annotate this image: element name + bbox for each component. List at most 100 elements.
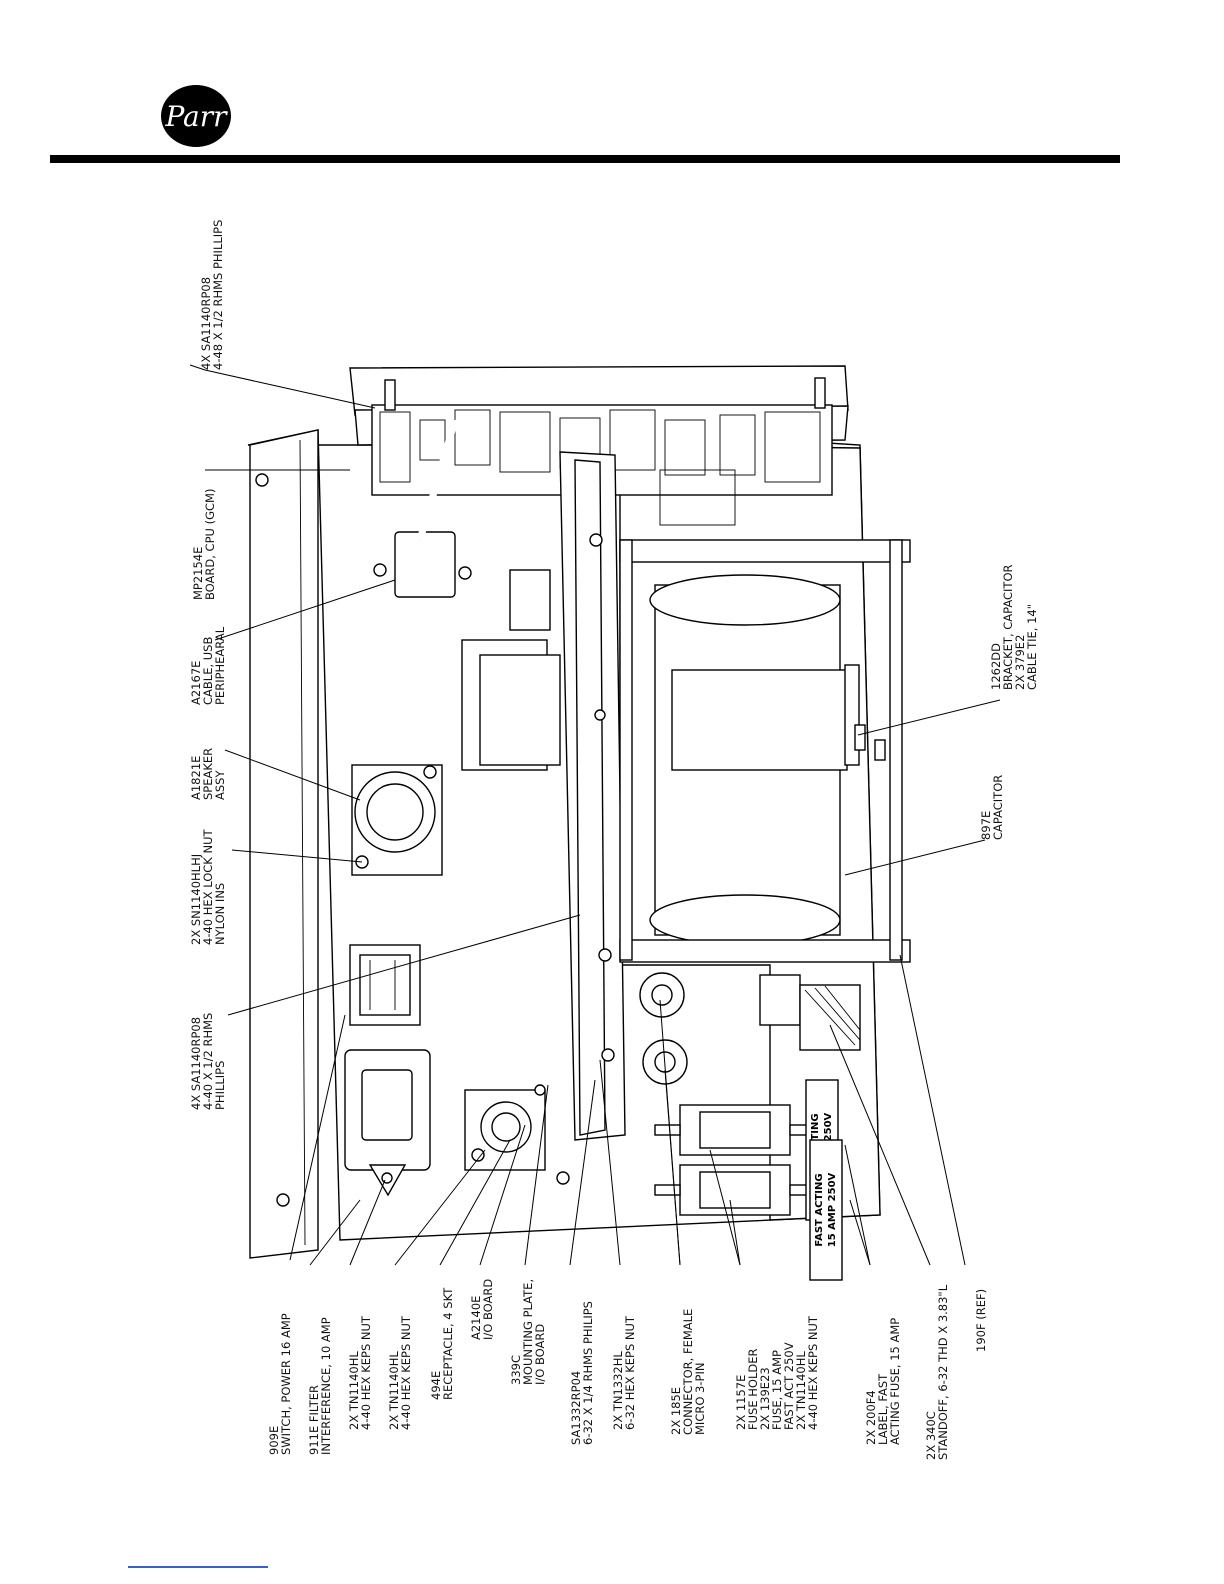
callouts-right: 1262DD BRACKET, CAPACITOR 2X 379E2 CABLE… bbox=[979, 564, 1039, 840]
svg-text:MICRO 3-PIN: MICRO 3-PIN bbox=[693, 1363, 707, 1435]
svg-text:A2167E: A2167E bbox=[189, 661, 203, 705]
svg-text:4-40 X 1/2 RHMS: 4-40 X 1/2 RHMS bbox=[201, 1013, 215, 1110]
svg-text:911E FILTER: 911E FILTER bbox=[307, 1385, 321, 1455]
mounting-plate bbox=[559, 451, 626, 1141]
svg-text:PERIPHEARAL: PERIPHEARAL bbox=[213, 626, 227, 705]
svg-text:2X 139E23: 2X 139E23 bbox=[758, 1367, 772, 1430]
svg-text:4-48 X 1/2 RHMS PHILLIPS: 4-48 X 1/2 RHMS PHILLIPS bbox=[211, 220, 225, 370]
svg-text:SA1332RP04: SA1332RP04 bbox=[569, 1371, 583, 1445]
callout-4x-sa1140: 4X SA1140RP08 4-48 X 1/2 RHMS PHILLIPS bbox=[199, 220, 225, 370]
callout-a2167e: A2167E CABLE, USB PERIPHEARAL bbox=[189, 626, 227, 705]
fuse-label-2: FAST ACTING 15 AMP 250V bbox=[809, 1139, 843, 1281]
svg-text:SWITCH, POWER 16 AMP: SWITCH, POWER 16 AMP bbox=[279, 1313, 293, 1455]
callout-sa1332: SA1332RP04 6-32 X 1/4 RHMS PHILIPS bbox=[569, 1301, 595, 1445]
svg-text:4-40 HEX LOCK NUT: 4-40 HEX LOCK NUT bbox=[201, 829, 215, 945]
callout-2x-tn1140hl-b: 2X TN1140HL 4-40 HEX KEPS NUT bbox=[387, 1315, 413, 1430]
callout-2x-tn1332: 2X TN1332HL 6-32 HEX KEPS NUT bbox=[611, 1315, 637, 1430]
svg-text:INTERFERENCE, 10 AMP: INTERFERENCE, 10 AMP bbox=[319, 1317, 333, 1455]
svg-text:2X TN1140HL: 2X TN1140HL bbox=[347, 1351, 361, 1430]
svg-text:4-40 HEX KEPS NUT: 4-40 HEX KEPS NUT bbox=[359, 1315, 373, 1430]
logo-text: Parr bbox=[164, 100, 228, 133]
callout-897e: 897E CAPACITOR bbox=[979, 775, 1005, 840]
callout-190f: 190F (REF) bbox=[974, 1289, 988, 1352]
svg-text:MOUNTING PLATE,: MOUNTING PLATE, bbox=[521, 1279, 535, 1385]
callout-2x-185e: 2X 185E CONNECTOR, FEMALE MICRO 3-PIN bbox=[669, 1309, 707, 1435]
svg-text:4X SA1140RP08: 4X SA1140RP08 bbox=[199, 277, 213, 370]
parr-logo: Parr bbox=[161, 85, 231, 147]
svg-text:1262DD: 1262DD bbox=[989, 643, 1003, 690]
svg-text:BRACKET, CAPACITOR: BRACKET, CAPACITOR bbox=[1001, 564, 1015, 690]
power-switch bbox=[349, 944, 421, 1026]
callout-2x-2004: 2X 200F4 LABEL, FAST ACTING FUSE, 15 AMP bbox=[864, 1318, 902, 1445]
heat-sink bbox=[759, 974, 861, 1051]
svg-text:RECEPTACLE, 4 SKT: RECEPTACLE, 4 SKT bbox=[441, 1287, 455, 1400]
callout-2x-sn1140: 2X SN1140HLHJ 4-40 HEX LOCK NUT NYLON IN… bbox=[189, 829, 227, 945]
micro-connectors bbox=[639, 972, 688, 1085]
callout-fuse: 2X 1157E FUSE HOLDER 2X 139E23 FUSE, 15 … bbox=[734, 1315, 820, 1430]
header-rule bbox=[50, 155, 1120, 163]
callout-2x-tn1140hl-a: 2X TN1140HL 4-40 HEX KEPS NUT bbox=[347, 1315, 373, 1430]
svg-text:2X TN1140HL: 2X TN1140HL bbox=[794, 1351, 808, 1430]
svg-text:I/O BOARD: I/O BOARD bbox=[533, 1324, 547, 1385]
callout-a1821e: A1821E SPEAKER ASSY bbox=[189, 748, 227, 800]
svg-text:6-32 HEX KEPS NUT: 6-32 HEX KEPS NUT bbox=[623, 1315, 637, 1430]
callouts-top: 4X SA1140RP08 4-48 X 1/2 RHMS PHILLIPS M… bbox=[189, 220, 227, 1110]
svg-text:494E: 494E bbox=[429, 1371, 443, 1400]
callout-911e: 911E FILTER INTERFERENCE, 10 AMP bbox=[307, 1317, 333, 1455]
svg-text:LABEL, FAST: LABEL, FAST bbox=[876, 1373, 890, 1445]
usb-cable bbox=[373, 419, 472, 598]
svg-text:2X 340C: 2X 340C bbox=[924, 1411, 938, 1460]
callout-4x-sa1140rp08: 4X SA1140RP08 4-40 X 1/2 RHMS PHILLIPS bbox=[189, 1013, 227, 1110]
svg-text:NYLON INS: NYLON INS bbox=[213, 883, 227, 945]
callout-mp2154e: MP2154E BOARD, CPU (GCM) bbox=[191, 489, 217, 600]
callouts-bottom: 909E SWITCH, POWER 16 AMP 911E FILTER IN… bbox=[267, 1279, 988, 1460]
svg-text:2X 200F4: 2X 200F4 bbox=[864, 1390, 878, 1445]
svg-text:2X TN1332HL: 2X TN1332HL bbox=[611, 1351, 625, 1430]
svg-text:4-40 HEX KEPS NUT: 4-40 HEX KEPS NUT bbox=[399, 1315, 413, 1430]
svg-text:FUSE, 15 AMP: FUSE, 15 AMP bbox=[770, 1350, 784, 1430]
svg-text:4X SA1140RP08: 4X SA1140RP08 bbox=[189, 1017, 203, 1110]
svg-text:2X 379E2: 2X 379E2 bbox=[1013, 635, 1027, 690]
svg-text:15 AMP 250V: 15 AMP 250V bbox=[827, 1172, 838, 1247]
svg-text:MP2154E: MP2154E bbox=[191, 547, 205, 600]
svg-text:CAPACITOR: CAPACITOR bbox=[991, 775, 1005, 840]
svg-text:SPEAKER: SPEAKER bbox=[201, 748, 215, 800]
svg-text:909E: 909E bbox=[267, 1426, 281, 1455]
callout-a2140e: A2140E I/O BOARD bbox=[469, 1279, 495, 1340]
transformer bbox=[461, 569, 561, 771]
footer-line bbox=[128, 1566, 268, 1568]
svg-text:PHILLIPS: PHILLIPS bbox=[213, 1061, 227, 1110]
svg-text:STANDOFF, 6-32 THD X 3.83"L: STANDOFF, 6-32 THD X 3.83"L bbox=[936, 1284, 950, 1460]
leader-lines bbox=[189, 364, 1001, 1266]
svg-text:CABLE, USB: CABLE, USB bbox=[201, 637, 215, 705]
svg-text:6-32 X 1/4 RHMS PHILIPS: 6-32 X 1/4 RHMS PHILIPS bbox=[581, 1301, 595, 1445]
svg-text:A2140E: A2140E bbox=[469, 1296, 483, 1340]
svg-text:2X TN1140HL: 2X TN1140HL bbox=[387, 1351, 401, 1430]
svg-text:FAST ACTING: FAST ACTING bbox=[814, 1173, 825, 1246]
callout-2x-340c: 2X 340C STANDOFF, 6-32 THD X 3.83"L bbox=[924, 1284, 950, 1460]
svg-text:2X SN1140HLHJ: 2X SN1140HLHJ bbox=[189, 854, 203, 945]
svg-text:4-40 HEX KEPS NUT: 4-40 HEX KEPS NUT bbox=[806, 1315, 820, 1430]
svg-text:2X 1157E: 2X 1157E bbox=[734, 1375, 748, 1430]
svg-text:ASSY: ASSY bbox=[213, 770, 227, 800]
svg-text:897E: 897E bbox=[979, 811, 993, 840]
svg-text:FAST ACT 250V: FAST ACT 250V bbox=[782, 1342, 796, 1430]
interference-filter bbox=[344, 1049, 431, 1197]
svg-text:BOARD, CPU (GCM): BOARD, CPU (GCM) bbox=[203, 489, 217, 600]
svg-text:190F (REF): 190F (REF) bbox=[974, 1289, 988, 1352]
callout-339c: 339C MOUNTING PLATE, I/O BOARD bbox=[509, 1279, 547, 1385]
capacitor-bracket bbox=[619, 539, 911, 963]
callout-909e: 909E SWITCH, POWER 16 AMP bbox=[267, 1313, 293, 1455]
svg-text:I/O BOARD: I/O BOARD bbox=[481, 1279, 495, 1340]
svg-text:2X 185E: 2X 185E bbox=[669, 1387, 683, 1435]
svg-text:ACTING FUSE, 15 AMP: ACTING FUSE, 15 AMP bbox=[888, 1318, 902, 1445]
svg-text:CONNECTOR, FEMALE: CONNECTOR, FEMALE bbox=[681, 1309, 695, 1435]
callout-1262dd: 1262DD BRACKET, CAPACITOR 2X 379E2 CABLE… bbox=[989, 564, 1039, 690]
capacitor bbox=[649, 574, 886, 946]
svg-text:FUSE HOLDER: FUSE HOLDER bbox=[746, 1349, 760, 1430]
receptacle bbox=[464, 1084, 570, 1185]
svg-text:CABLE TIE, 14": CABLE TIE, 14" bbox=[1025, 604, 1039, 690]
speaker bbox=[351, 764, 443, 876]
